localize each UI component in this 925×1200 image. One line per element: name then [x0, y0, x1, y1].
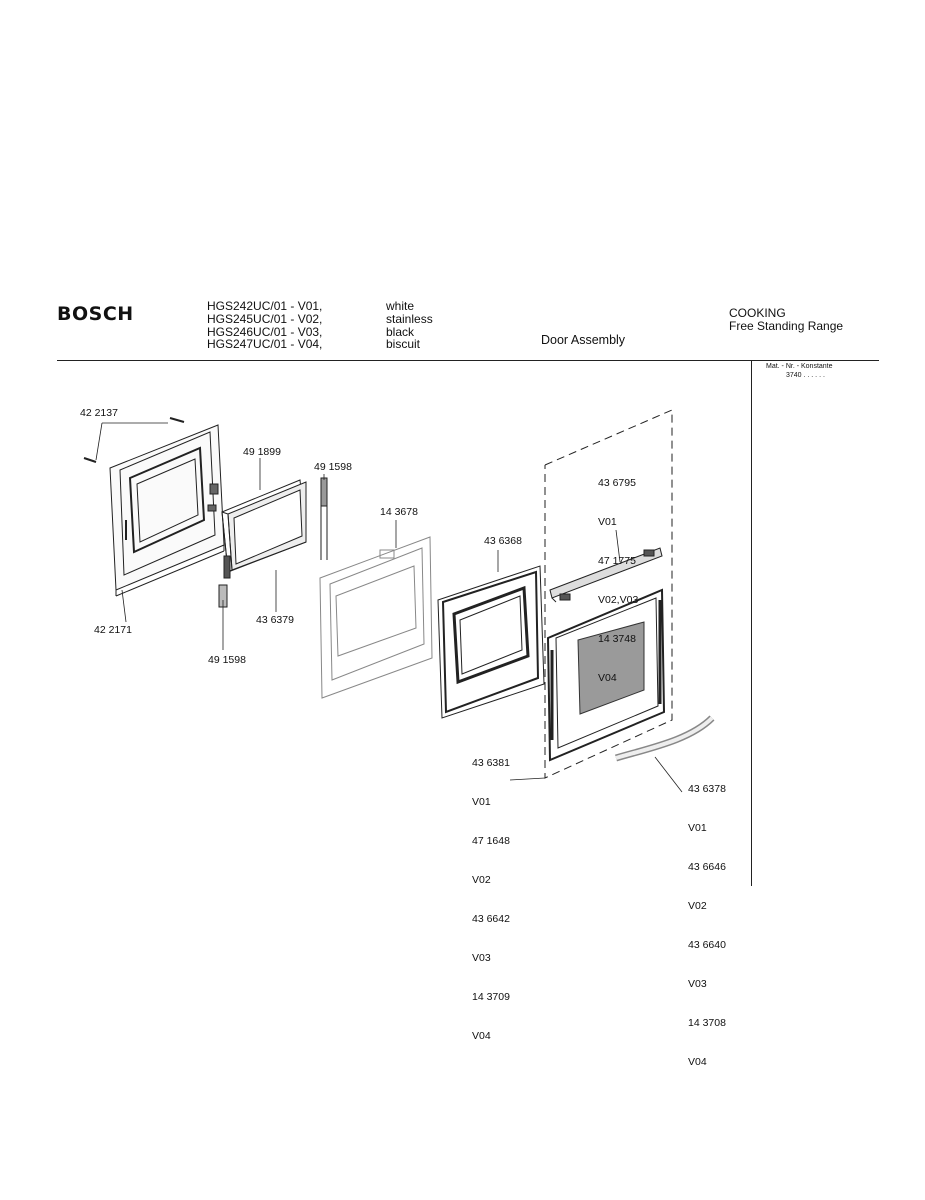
part-label: 49 1598: [314, 461, 352, 473]
outer-door-panel: [109, 424, 225, 597]
part-line: 43 6640: [688, 939, 726, 951]
part-line: V01: [688, 822, 707, 834]
mat-nr-label: Mat. - Nr. - Konstante: [766, 363, 833, 370]
inner-frame: [319, 536, 433, 699]
part-label: 43 6379: [256, 614, 294, 626]
category-line: Free Standing Range: [729, 319, 844, 333]
category-line: COOKING: [729, 306, 786, 320]
part-line: V01: [598, 516, 617, 528]
part-line: V04: [688, 1056, 707, 1068]
brand-logo: BOSCH: [57, 303, 134, 325]
part-line: 14 3709: [472, 991, 510, 1003]
model-list: HGS242UC/01 - V01, HGS245UC/01 - V02, HG…: [207, 300, 322, 351]
handle-part: [83, 417, 185, 463]
door-gasket: [615, 715, 715, 762]
model-line: HGS245UC/01 - V02,: [207, 311, 323, 326]
color-line: white: [386, 299, 415, 313]
assembly-outline: [544, 409, 673, 779]
part-line: V03: [688, 978, 707, 990]
color-line: stainless: [386, 311, 433, 326]
model-line: HGS242UC/01 - V01,: [207, 299, 323, 313]
part-line: 43 6646: [688, 861, 726, 873]
part-line: V04: [598, 672, 617, 684]
color-line: black: [386, 324, 415, 339]
leader-lines: [95, 422, 683, 793]
part-line: 14 3708: [688, 1017, 726, 1029]
part-line: 47 1648: [472, 835, 510, 847]
part-line: 43 6642: [472, 913, 510, 925]
part-label: 42 2171: [94, 624, 132, 636]
part-group-label: 43 6795 V01 47 1775 V02,V03 14 3748 V04: [598, 451, 638, 698]
part-line: 43 6795: [598, 477, 636, 489]
color-line: biscuit: [386, 337, 421, 352]
color-list: white stainless black biscuit: [386, 300, 433, 351]
part-line: V02: [688, 900, 707, 912]
vent-rail: [549, 547, 663, 603]
part-label: 14 3678: [380, 506, 418, 518]
part-line: V01: [472, 796, 491, 808]
part-label: 49 1899: [243, 446, 281, 458]
part-label: 49 1598: [208, 654, 246, 666]
header-divider: [57, 360, 879, 361]
part-line: 14 3748: [598, 633, 636, 645]
model-line: HGS246UC/01 - V03,: [207, 324, 323, 339]
model-line: HGS247UC/01 - V04,: [207, 337, 323, 352]
part-line: V04: [472, 1030, 491, 1042]
part-line: V02,V03: [598, 594, 639, 606]
part-line: 47 1775: [598, 555, 636, 567]
part-group-label: 43 6378 V01 43 6646 V02 43 6640 V03 14 3…: [688, 757, 726, 1082]
glass-panel: [221, 479, 307, 579]
part-label: 42 2137: [80, 407, 118, 419]
side-divider: [751, 361, 752, 886]
page-title: Door Assembly: [541, 333, 626, 347]
door-liner: [437, 565, 545, 719]
part-line: 43 6378: [688, 783, 726, 795]
part-group-label: 43 6381 V01 47 1648 V02 43 6642 V03 14 3…: [472, 731, 510, 1056]
inner-door-window: [546, 588, 666, 762]
part-label: 43 6368: [484, 535, 522, 547]
part-line: V02: [472, 874, 491, 886]
mat-nr-value: 3740 . . . . . .: [786, 372, 825, 379]
part-line: 43 6381: [472, 757, 510, 769]
category-block: COOKING Free Standing Range: [729, 307, 843, 333]
part-line: V03: [472, 952, 491, 964]
